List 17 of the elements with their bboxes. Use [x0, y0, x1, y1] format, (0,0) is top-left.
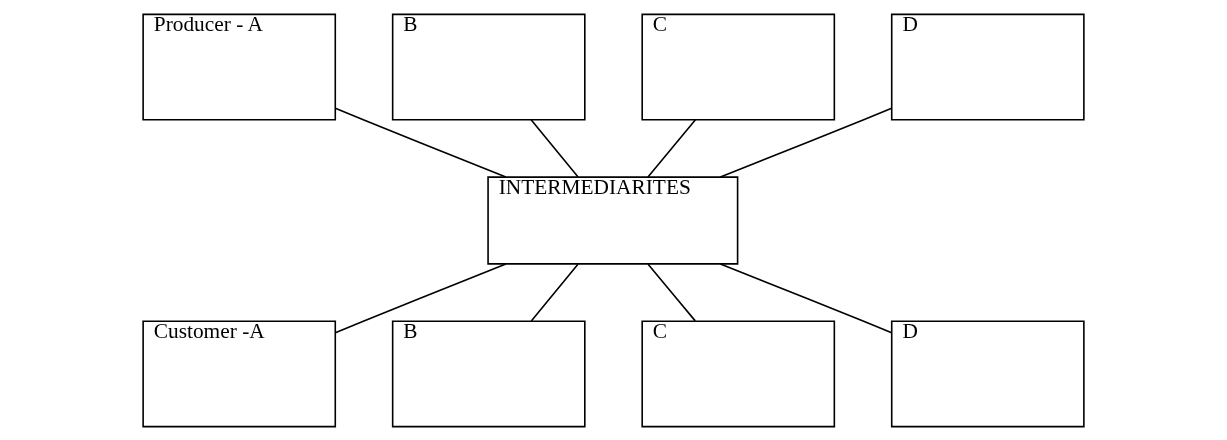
node-box: D — [890, 319, 1085, 427]
connector — [719, 107, 893, 178]
connector — [647, 262, 697, 322]
node-box: C — [641, 13, 836, 121]
connector — [334, 262, 507, 333]
connector — [530, 262, 579, 322]
node-box: B — [391, 13, 586, 121]
connector — [334, 107, 507, 178]
node-box: B — [391, 319, 586, 427]
connector — [647, 118, 697, 178]
node-box: C — [641, 319, 836, 427]
node-box: Producer - A — [142, 13, 337, 121]
node-box: Customer -A — [142, 319, 337, 427]
connector — [719, 262, 893, 333]
node-box: INTERMEDIARITES — [487, 175, 739, 265]
connector — [530, 118, 579, 178]
node-box: D — [890, 13, 1085, 121]
